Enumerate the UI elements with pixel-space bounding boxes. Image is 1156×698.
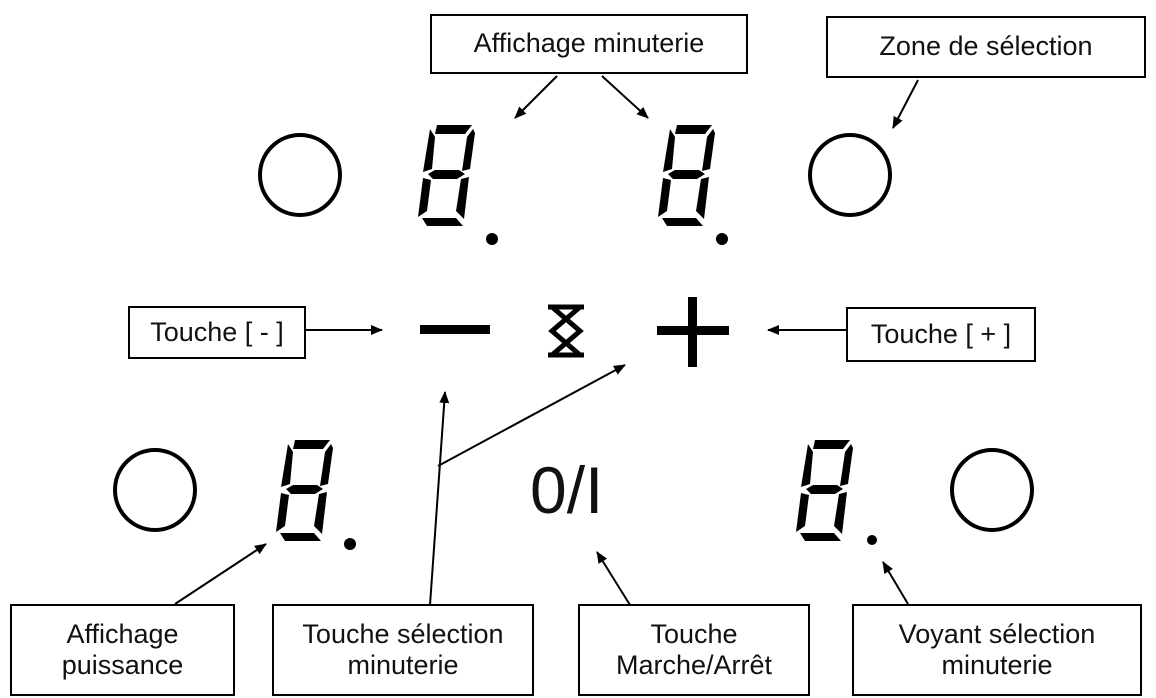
timer-selection-indicator (867, 535, 877, 545)
arrow-touche-selection-minuterie-up (429, 391, 450, 606)
decimal-dot (486, 233, 498, 245)
minus-icon[interactable] (420, 325, 490, 334)
label-affichage-puissance: Affichage puissance (10, 604, 235, 696)
power-display-left (276, 440, 356, 550)
label-voyant-selection-minuterie: Voyant sélection minuterie (852, 604, 1142, 696)
label-affichage-minuterie: Affichage minuterie (430, 14, 748, 74)
timer-display-right (658, 125, 728, 245)
label-touche-plus: Touche [ + ] (846, 307, 1036, 362)
label-touche-marche-arret: Touche Marche/Arrêt (578, 604, 810, 696)
selection-zone-circle-bottom-right[interactable] (950, 448, 1034, 532)
decimal-dot (716, 233, 728, 245)
arrow-affichage-minuterie-left (514, 75, 558, 119)
arrow-voyant-selection-minuterie (882, 561, 909, 605)
selection-zone-circle-top-left[interactable] (258, 133, 342, 217)
label-zone-selection: Zone de sélection (826, 16, 1146, 78)
label-touche-moins: Touche [ - ] (128, 306, 306, 359)
arrow-touche-selection-minuterie-plus (437, 364, 626, 467)
power-display-right (796, 440, 877, 545)
timer-display-left (418, 125, 498, 245)
on-off-key[interactable]: 0/I (530, 453, 604, 527)
callout-arrows (174, 75, 919, 606)
arrow-touche-marche-arret (596, 551, 631, 606)
hourglass-icon[interactable] (548, 304, 584, 358)
selection-zone-circle-bottom-left[interactable] (113, 448, 197, 532)
arrow-affichage-minuterie-right (601, 75, 649, 119)
arrow-affichage-puissance (174, 543, 267, 605)
selection-zone-circle-top-right[interactable] (808, 133, 892, 217)
label-touche-selection-minuterie: Touche sélection minuterie (272, 604, 534, 696)
arrow-zone-selection (892, 79, 919, 129)
decimal-dot (344, 538, 356, 550)
plus-icon[interactable] (657, 297, 729, 367)
